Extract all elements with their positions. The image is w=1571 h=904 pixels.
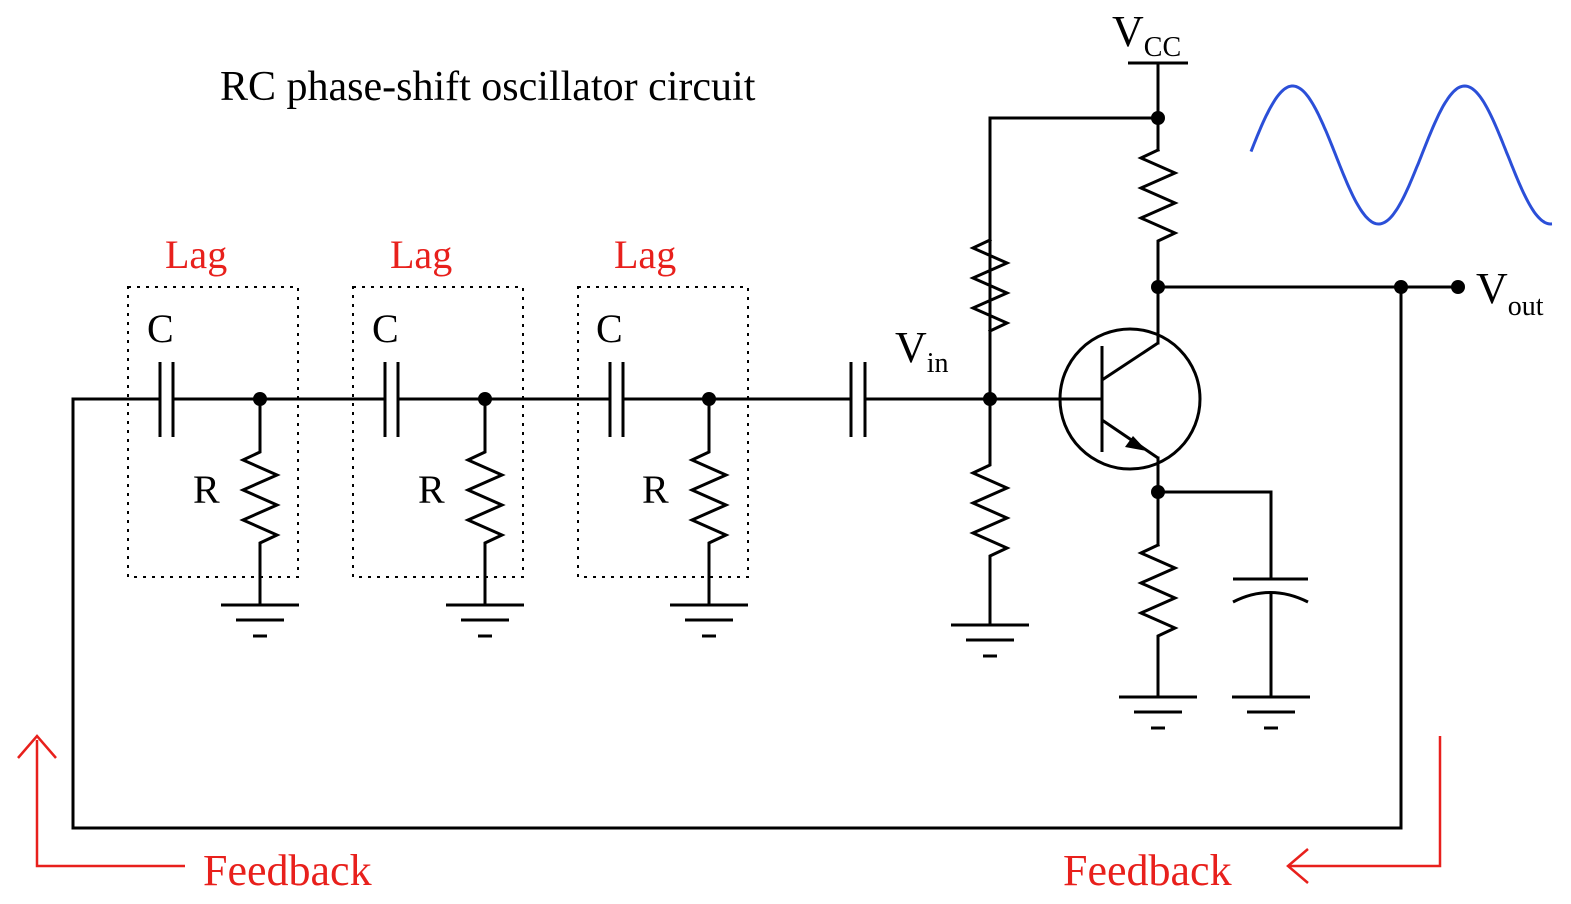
lag-box-1 bbox=[127, 286, 299, 578]
resistor-3 bbox=[688, 397, 730, 606]
resistor-1 bbox=[239, 397, 281, 606]
ground-symbol bbox=[1232, 695, 1310, 730]
res-label-1: R bbox=[193, 467, 220, 512]
bias-divider bbox=[969, 116, 1160, 626]
lag-box-3 bbox=[577, 286, 749, 578]
lag-label-2: Lag bbox=[390, 232, 452, 277]
ground-symbol bbox=[446, 603, 524, 638]
lag-stage-2: Lag C R bbox=[352, 232, 524, 638]
res-label-3: R bbox=[642, 467, 669, 512]
ground-symbol bbox=[951, 623, 1029, 658]
feedback-arrow-right bbox=[1286, 736, 1442, 884]
resistor-2 bbox=[464, 397, 506, 606]
cap-label-1: C bbox=[147, 306, 174, 351]
feedback-label-left: Feedback bbox=[203, 846, 372, 895]
base-junction-dot bbox=[983, 392, 997, 406]
cap-label-2: C bbox=[372, 306, 399, 351]
output-sine-wave bbox=[1249, 84, 1553, 226]
emitter-network bbox=[1137, 456, 1309, 698]
diagram-title: RC phase-shift oscillator circuit bbox=[220, 64, 756, 110]
res-label-2: R bbox=[418, 467, 445, 512]
output-terminal bbox=[1451, 280, 1465, 294]
feedback-loop-wire bbox=[71, 285, 1403, 830]
collector-resistor bbox=[1137, 148, 1179, 345]
ground-symbol bbox=[1119, 695, 1197, 730]
emitter-arrow-icon bbox=[1125, 436, 1147, 451]
npn-transistor bbox=[1058, 327, 1202, 471]
lag-stage-3: Lag C R bbox=[577, 232, 749, 638]
lag-box-2 bbox=[352, 286, 524, 578]
cap-label-3: C bbox=[596, 306, 623, 351]
vout-label: Vout bbox=[1476, 264, 1544, 322]
ground-symbol bbox=[670, 603, 748, 638]
feedback-arrow-left bbox=[17, 734, 185, 868]
vcc-label: VCC bbox=[1112, 7, 1181, 63]
vcc-supply: VCC bbox=[1112, 7, 1188, 152]
lag-label-3: Lag bbox=[614, 232, 676, 277]
vin-label: Vin bbox=[895, 323, 949, 379]
lag-label-1: Lag bbox=[165, 232, 227, 277]
capacitor-2 bbox=[383, 362, 400, 437]
lag-stage-1: Lag C R bbox=[127, 232, 299, 638]
junction-dot bbox=[1151, 111, 1165, 125]
coupling-capacitor bbox=[849, 362, 867, 437]
output-wire bbox=[1156, 280, 1465, 294]
ground-symbol bbox=[221, 603, 299, 638]
capacitor-1 bbox=[158, 362, 175, 437]
feedback-label-right: Feedback bbox=[1063, 846, 1232, 895]
capacitor-3 bbox=[608, 362, 625, 437]
